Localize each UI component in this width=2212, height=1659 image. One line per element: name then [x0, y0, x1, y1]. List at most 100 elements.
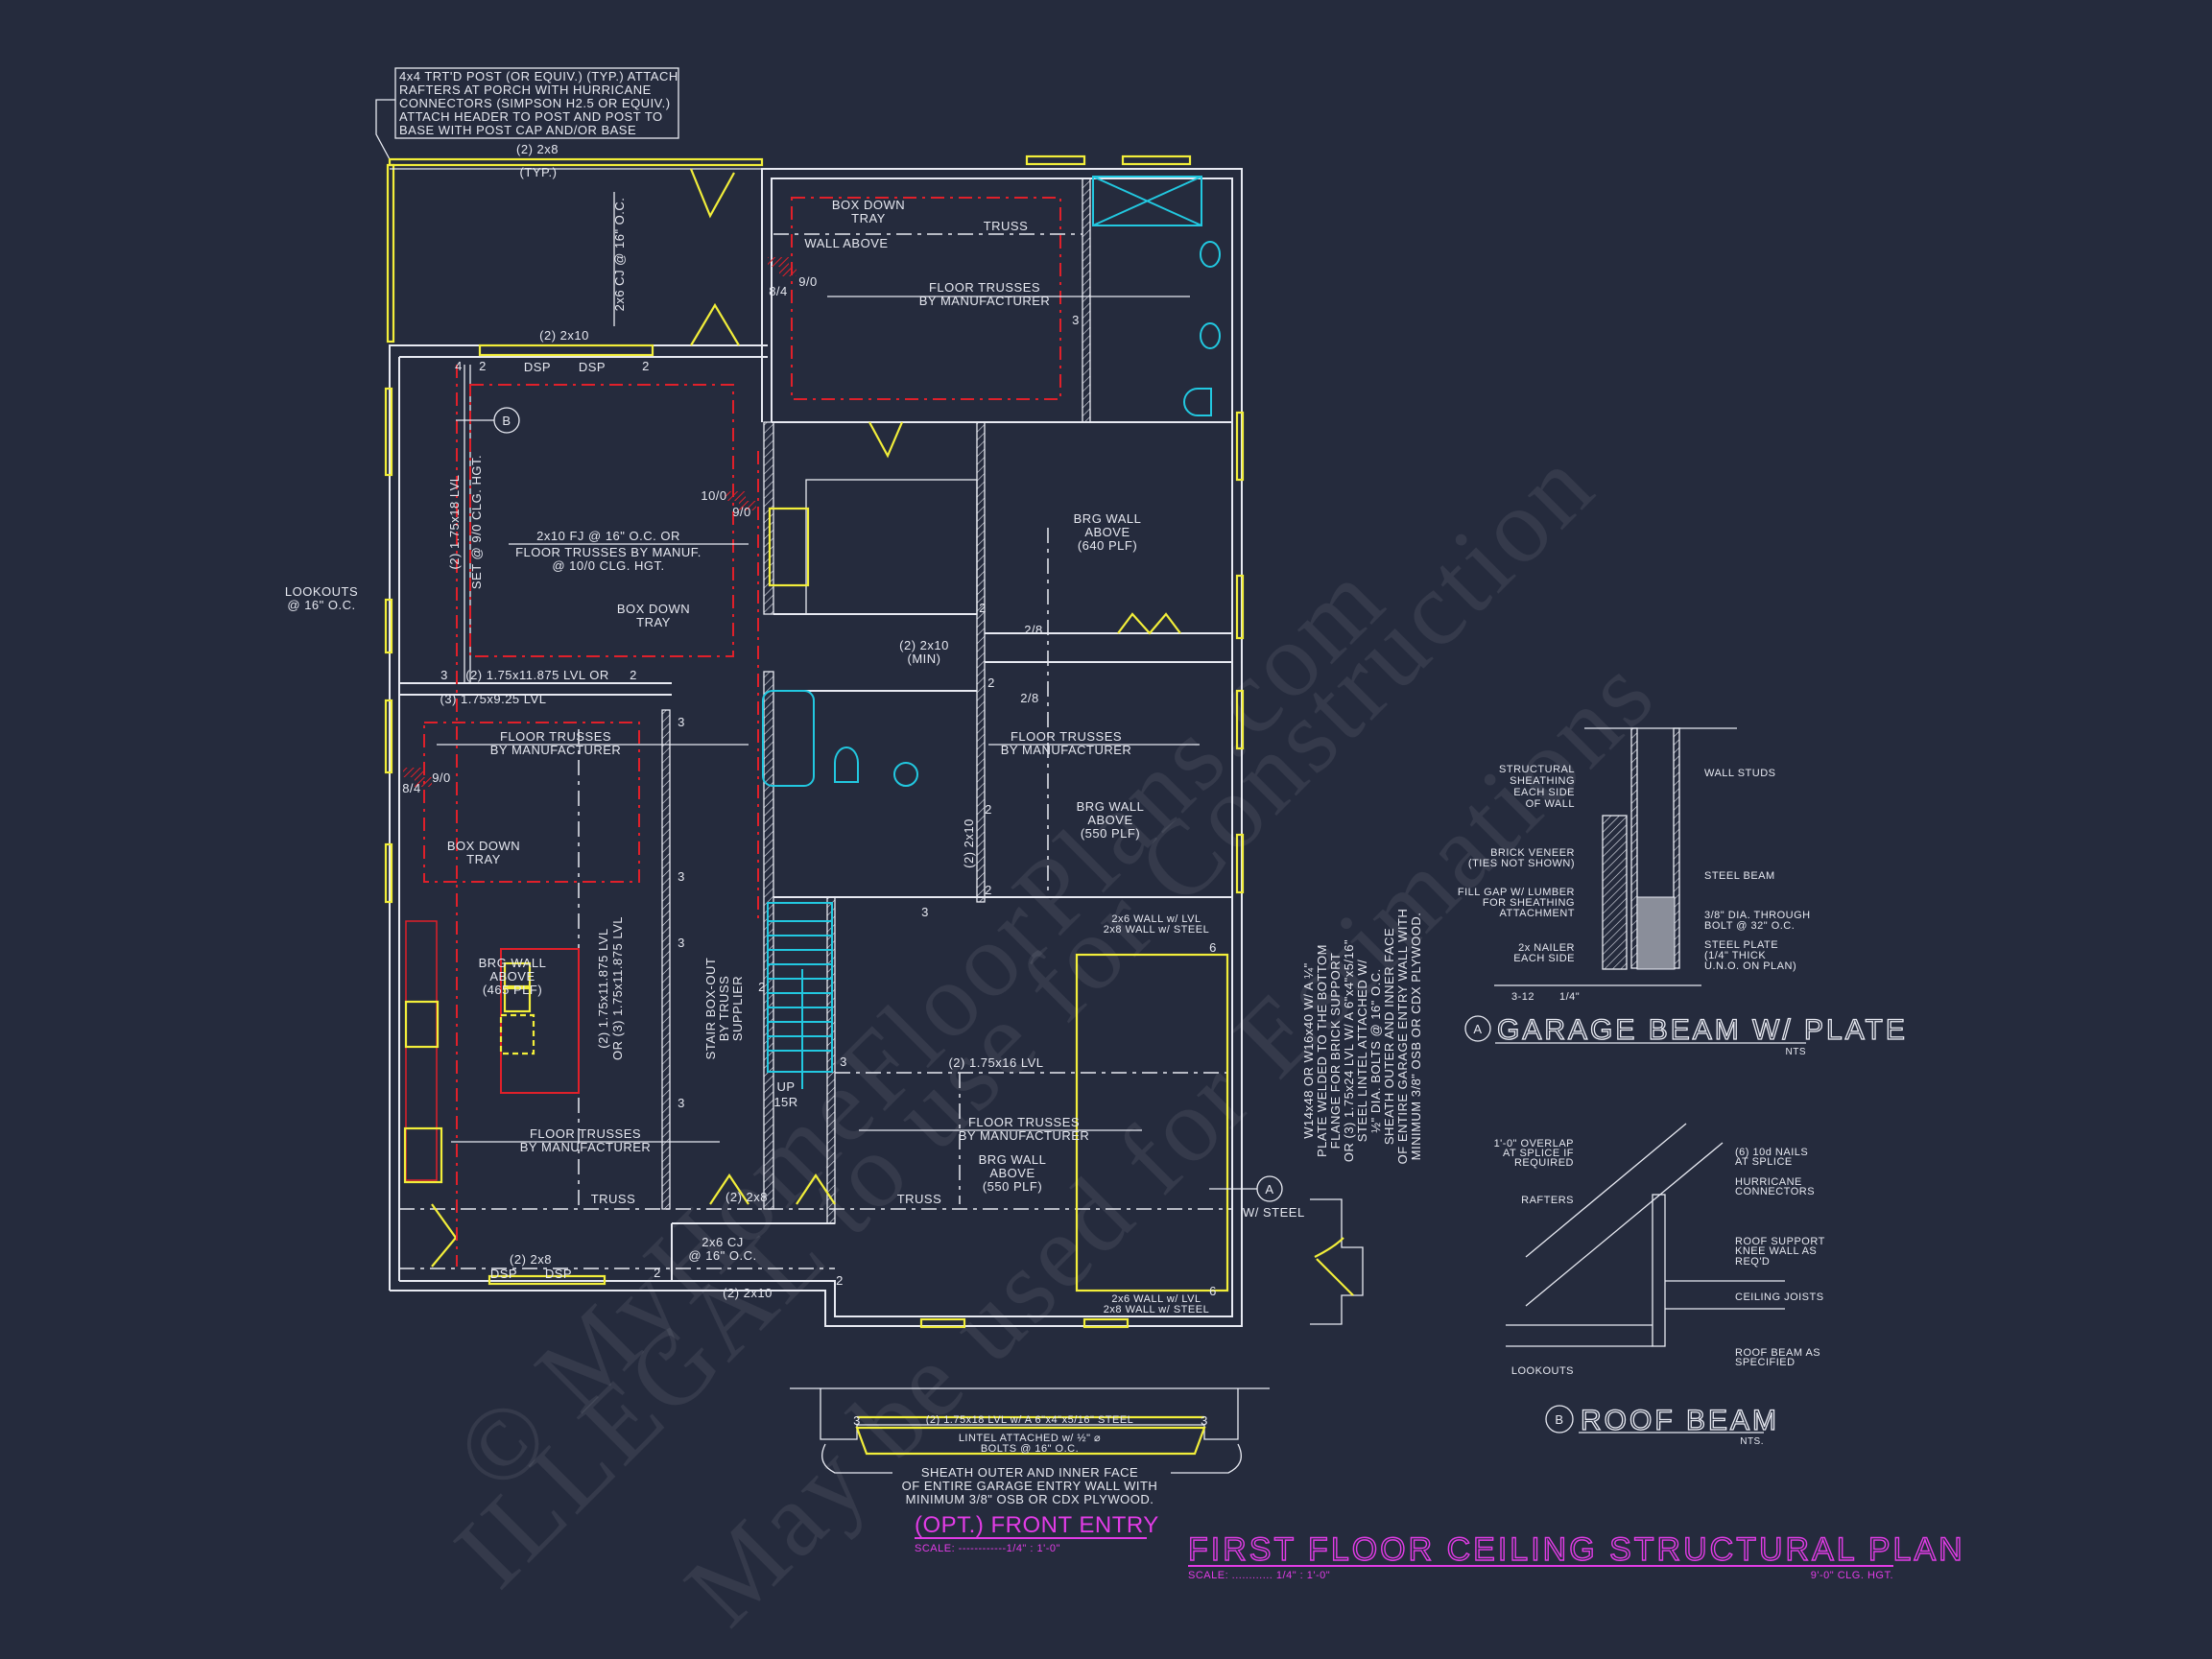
truss-label: TRUSS: [591, 1192, 636, 1206]
post-count: 3: [678, 936, 685, 950]
post-count: 3: [440, 668, 448, 682]
brg-wall-label: BRG WALL: [1077, 799, 1145, 814]
plan-labels: (2) 2x8 (TYP.) 2x6 CJ @ 16" O.C. BOX DOW…: [285, 142, 1423, 1315]
brg-wall-label: (550 PLF): [983, 1179, 1042, 1194]
post-count: 2: [985, 802, 992, 817]
front-entry-scale: SCALE: ------------1/4" : 1'-0": [915, 1543, 1060, 1554]
truss-label: TRUSS: [897, 1192, 942, 1206]
detail-label: EACH SIDE: [1513, 787, 1575, 798]
garage-wall-note: 2x8 WALL w/ STEEL: [1104, 924, 1209, 936]
typ-label: (TYP.): [520, 165, 558, 179]
trusses-label: FLOOR TRUSSES: [530, 1126, 641, 1141]
front-entry-detail: 3 3 (2) 1.75x18 LVL w/ A 6"x4"x5/16" STE…: [790, 1387, 1270, 1554]
brg-wall-label: BRG WALL: [979, 1152, 1047, 1167]
detail-a-marker: A: [1473, 1022, 1482, 1036]
post-count: 3: [921, 905, 929, 919]
kitchen-sink-icon: [403, 1126, 443, 1184]
detail-label: EACH SIDE: [1513, 953, 1575, 964]
cooktop-icon: [404, 1000, 440, 1049]
brg-wall-label: ABOVE: [1087, 813, 1132, 827]
tray-master: [791, 197, 1061, 400]
tray-label: BOX DOWN: [832, 198, 905, 212]
ceiling-height-label: 9/0: [732, 505, 751, 519]
detail-label: STRUCTURAL: [1499, 764, 1575, 775]
note-line: SHEATH OUTER AND INNER FACE: [1382, 928, 1396, 1145]
post-count: 2: [979, 601, 987, 615]
note-line: OR (3) 1.75x24 LVL W/ A 6"x4"x5/16": [1342, 939, 1356, 1162]
brg-wall-label: BRG WALL: [1074, 511, 1142, 526]
detail-label: 3/8" DIA. THROUGH: [1704, 910, 1811, 921]
beam-label: (2) 1.75x16 LVL: [948, 1055, 1043, 1070]
post-count: 3: [1201, 1413, 1208, 1428]
sheet-title-block: FIRST FLOOR CEILING STRUCTURAL PLAN SCAL…: [1187, 1530, 1962, 1581]
tray-great-room: [469, 384, 734, 657]
lookouts-label: @ 16" O.C.: [287, 598, 355, 612]
detail-label: FILL GAP W/ LUMBER: [1458, 887, 1575, 898]
detail-label: HURRICANE: [1735, 1176, 1802, 1188]
post-count: 4: [455, 359, 463, 373]
note-line: CONNECTORS (SIMPSON H2.5 OR EQUIV.): [399, 96, 671, 110]
detail-label: CONNECTORS: [1735, 1186, 1815, 1197]
sink-icon: [1200, 322, 1221, 349]
beam-label: (2) 2x10: [962, 818, 976, 868]
door-size: 2/8: [1020, 691, 1039, 705]
detail-label: STEEL BEAM: [1704, 870, 1775, 882]
trusses-label: BY MANUFACTURER: [919, 294, 1051, 308]
sheath-note: SHEATH OUTER AND INNER FACE OF ENTIRE GA…: [1382, 909, 1423, 1165]
detail-label: BOLT @ 32" O.C.: [1704, 920, 1795, 932]
detail-label: ATTACHMENT: [1499, 908, 1575, 919]
detail-garage-beam: STRUCTURAL SHEATHING EACH SIDE OF WALL B…: [1458, 727, 1906, 1057]
detail-label: BRICK VENEER: [1490, 847, 1575, 859]
detail-label: STEEL PLATE: [1704, 939, 1778, 951]
note-line: ½" DIA. BOLTS @ 16" O.C.: [1368, 968, 1383, 1132]
joist-label: @ 16" O.C.: [688, 1248, 756, 1263]
post-count: 2: [985, 883, 992, 897]
dsp-label: DSP: [524, 360, 551, 374]
post-count: 3: [853, 1413, 861, 1428]
beam-label: (2) 1.75x11.875 LVL OR: [465, 668, 609, 682]
post-count: 3: [678, 869, 685, 884]
ceiling-height-label: 10/0: [701, 488, 726, 503]
post-count: 3: [678, 715, 685, 729]
brg-wall-label: ABOVE: [1084, 525, 1130, 539]
detail-b-title: ROOF BEAM: [1581, 1405, 1779, 1436]
trusses-label: FLOOR TRUSSES: [929, 280, 1040, 295]
framing-note: @ 10/0 CLG. HGT.: [552, 558, 664, 573]
note-line: RAFTERS AT PORCH WITH HURRICANE: [399, 83, 652, 97]
note-line: BASE WITH POST CAP AND/OR BASE: [399, 123, 636, 137]
post-count: 3: [840, 1055, 847, 1069]
dsp-label: DSP: [490, 1267, 517, 1281]
brg-wall-label: ABOVE: [489, 969, 535, 984]
framing-note: 2x10 FJ @ 16" O.C. OR: [536, 529, 680, 543]
detail-label: SPECIFIED: [1735, 1357, 1796, 1368]
post-count: 2: [987, 675, 995, 690]
wall-above-label: WALL ABOVE: [804, 236, 888, 250]
detail-label: LOOKOUTS: [1511, 1365, 1574, 1377]
toilet-icon: [834, 747, 859, 783]
post-count: 6: [1209, 940, 1217, 955]
detail-label: REQ'D: [1735, 1256, 1770, 1268]
weld-label: 1/4": [1559, 991, 1580, 1003]
beam-label: (2) 1.75x11.875 LVL: [596, 928, 610, 1048]
sink-icon: [1200, 241, 1221, 268]
callout-b[interactable]: [493, 407, 520, 434]
trusses-label: FLOOR TRUSSES: [1011, 729, 1122, 744]
post-count: 3: [1072, 313, 1080, 327]
stair-up-label: UP: [776, 1079, 795, 1094]
front-entry-title: (OPT.) FRONT ENTRY: [915, 1512, 1159, 1538]
trusses-label: FLOOR TRUSSES: [500, 729, 611, 744]
detail-b-marker: B: [1555, 1412, 1563, 1427]
brg-wall-label: ABOVE: [989, 1166, 1035, 1180]
dsp-label: DSP: [545, 1267, 572, 1281]
sheath-note: MINIMUM 3/8" OSB OR CDX PLYWOOD.: [906, 1492, 1154, 1506]
lookouts-label: LOOKOUTS: [285, 584, 358, 599]
detail-label: REQUIRED: [1514, 1157, 1574, 1169]
detail-label: CEILING JOISTS: [1735, 1292, 1824, 1303]
post-count: 2: [654, 1266, 661, 1280]
joist-label: 2x6 CJ @ 16" O.C.: [612, 198, 627, 312]
callout-a[interactable]: [1256, 1175, 1283, 1202]
garage-door-header: [1075, 953, 1229, 1292]
garage-wall-note: 2x8 WALL w/ STEEL: [1104, 1304, 1209, 1315]
tray-label: TRAY: [466, 852, 501, 866]
